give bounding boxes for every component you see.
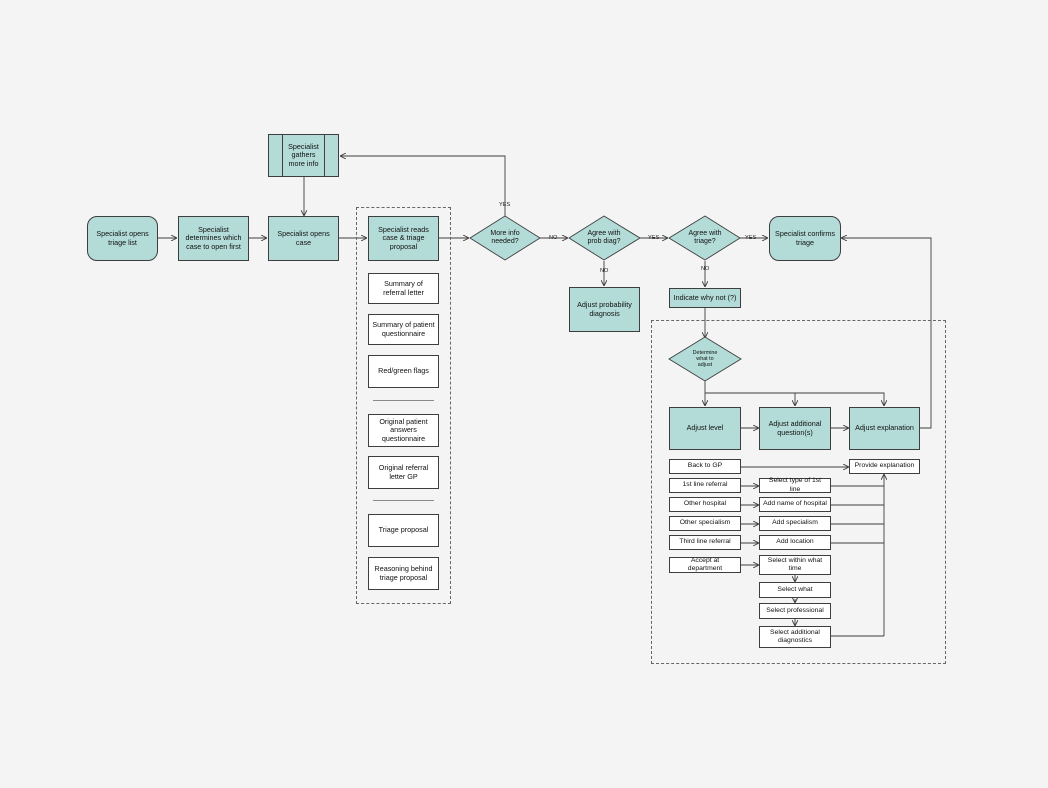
- item-original-answers: Original patient answers questionnaire: [368, 414, 439, 447]
- label-triage-proposal: Triage proposal: [378, 525, 429, 535]
- option-back-to-gp: Back to GP: [669, 459, 741, 474]
- label-no-agree-diag: NO: [600, 268, 609, 274]
- predefined-bar-left: [282, 135, 283, 176]
- item-summary-questionnaire: Summary of patient questionnaire: [368, 314, 439, 345]
- action-add-hospital: Add name of hospital: [759, 497, 831, 512]
- node-opens-triage-list: Specialist opens triage list: [87, 216, 158, 261]
- action-add-location: Add location: [759, 535, 831, 550]
- label-accept-department: Accept at department: [687, 556, 723, 572]
- adjust-triage-group: [651, 320, 946, 664]
- label-summary-questionnaire: Summary of patient questionnaire: [372, 319, 435, 338]
- agree-diag-diamond: [568, 215, 641, 261]
- label-yes-more-info: YES: [499, 202, 511, 208]
- agree-triage-diamond: [668, 215, 741, 261]
- separator-2: [373, 500, 434, 501]
- label-other-hospital: Other hospital: [683, 500, 727, 508]
- label-confirms-triage: Specialist confirms triage: [775, 228, 835, 247]
- label-first-line: 1st line referral: [682, 481, 728, 489]
- action-provide-explanation: Provide explanation: [849, 459, 920, 474]
- determine-adjust-diamond: [668, 336, 742, 382]
- label-back-to-gp: Back to GP: [687, 462, 723, 470]
- label-select-time: Select within what time: [767, 556, 823, 572]
- node-adjust-questions: Adjust additional question(s): [759, 407, 831, 450]
- text-agree-triage: Agree with triage?: [688, 229, 722, 245]
- label-provide-explanation: Provide explanation: [854, 462, 915, 470]
- action-select-type: Select type of 1st line: [759, 477, 831, 493]
- node-opens-case: Specialist opens case: [268, 216, 339, 261]
- action-add-specialism: Add specialism: [759, 516, 831, 531]
- node-determines-case: Specialist determines which case to open…: [178, 216, 249, 261]
- predefined-bar-right: [324, 135, 325, 176]
- option-other-specialism: Other specialism: [669, 516, 741, 531]
- label-yes-agree-diag: YES: [648, 235, 660, 241]
- item-summary-referral: Summary of referral letter: [368, 273, 439, 304]
- label-flags: Red/green flags: [378, 366, 429, 376]
- label-opens-case: Specialist opens case: [277, 228, 330, 247]
- label-opens-triage-list: Specialist opens triage list: [96, 228, 149, 247]
- label-yes-agree-triage: YES: [745, 235, 757, 241]
- item-reasoning: Reasoning behind triage proposal: [368, 557, 439, 590]
- node-reads-case: Specialist reads case & triage proposal: [368, 216, 439, 261]
- node-confirms-triage: Specialist confirms triage: [769, 216, 841, 261]
- option-first-line: 1st line referral: [669, 478, 741, 493]
- text-agree-diag: Agree with prob diag?: [587, 229, 621, 245]
- item-original-referral: Original referral letter GP: [368, 456, 439, 489]
- label-adjust-questions: Adjust additional question(s): [768, 418, 822, 437]
- option-other-hospital: Other hospital: [669, 497, 741, 512]
- label-select-what: Select what: [777, 585, 813, 593]
- label-add-specialism: Add specialism: [772, 519, 818, 527]
- action-select-professional: Select professional: [759, 603, 831, 619]
- label-adjust-explanation: Adjust explanation: [855, 423, 914, 433]
- label-summary-referral: Summary of referral letter: [383, 278, 424, 297]
- label-determines-case: Specialist determines which case to open…: [185, 224, 242, 251]
- case-content-group: [356, 207, 451, 604]
- node-adjust-explanation: Adjust explanation: [849, 407, 920, 450]
- option-third-line: Third line referral: [669, 535, 741, 550]
- label-select-type: Select type of 1st line: [768, 477, 822, 493]
- label-adjust-level: Adjust level: [686, 423, 724, 433]
- label-no-agree-triage: NO: [701, 266, 710, 272]
- separator-1: [373, 400, 434, 401]
- label-select-diagnostics: Select additional diagnostics: [770, 628, 820, 644]
- node-adjust-probability: Adjust probability diagnosis: [569, 287, 640, 332]
- label-indicate-why: Indicate why not (?): [673, 292, 737, 302]
- label-original-referral: Original referral letter GP: [378, 462, 429, 481]
- text-determine-adjust: Determine what to adjust: [692, 349, 718, 369]
- label-reasoning: Reasoning behind triage proposal: [374, 563, 433, 582]
- item-triage-proposal: Triage proposal: [368, 514, 439, 547]
- item-flags: Red/green flags: [368, 355, 439, 388]
- label-add-hospital: Add name of hospital: [763, 500, 827, 508]
- node-adjust-level: Adjust level: [669, 407, 741, 450]
- label-original-answers: Original patient answers questionnaire: [379, 416, 428, 443]
- action-select-diagnostics: Select additional diagnostics: [759, 626, 831, 648]
- label-third-line: Third line referral: [679, 538, 731, 546]
- node-gathers-info: Specialist gathers more info: [268, 134, 339, 177]
- label-reads-case: Specialist reads case & triage proposal: [378, 224, 429, 251]
- label-gathers-info: Specialist gathers more info: [288, 141, 319, 168]
- action-select-what: Select what: [759, 582, 831, 598]
- option-accept-department: Accept at department: [669, 557, 741, 573]
- label-add-location: Add location: [776, 538, 814, 546]
- action-select-time: Select within what time: [759, 555, 831, 575]
- text-more-info-needed: More info needed?: [490, 229, 520, 245]
- label-other-specialism: Other specialism: [679, 519, 731, 527]
- node-indicate-why: Indicate why not (?): [669, 288, 741, 308]
- label-no-more-info: NO: [549, 235, 558, 241]
- more-info-diamond: [469, 215, 541, 261]
- label-adjust-probability: Adjust probability diagnosis: [577, 299, 632, 318]
- label-select-professional: Select professional: [766, 606, 824, 614]
